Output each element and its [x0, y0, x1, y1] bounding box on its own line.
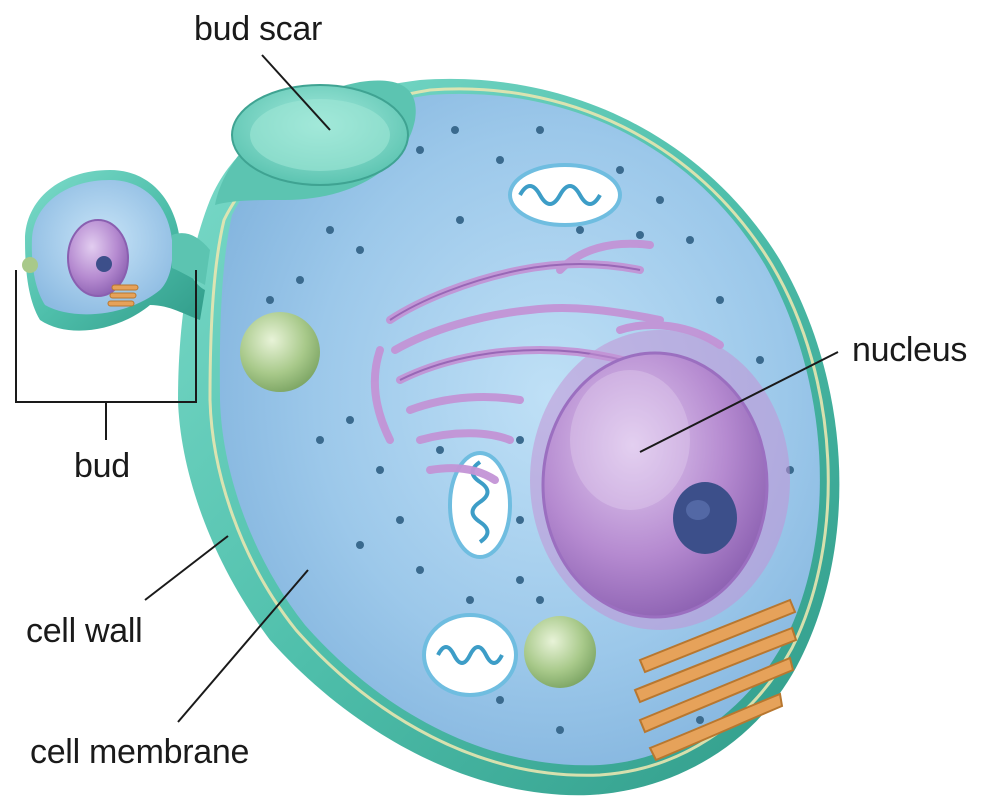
label-cell-wall: cell wall — [26, 614, 142, 648]
vacuole-left — [240, 312, 320, 392]
vacuole-bottom — [524, 616, 596, 688]
bud-cell — [22, 170, 210, 331]
mitochondrion-bottom — [424, 615, 516, 695]
mitochondrion-top — [510, 165, 620, 225]
leader-cell-wall — [145, 536, 228, 600]
label-bud: bud — [74, 449, 130, 483]
label-bud-scar: bud scar — [194, 12, 322, 46]
nucleus — [530, 330, 790, 630]
label-cell-membrane: cell membrane — [30, 735, 249, 769]
label-nucleus: nucleus — [852, 333, 967, 367]
